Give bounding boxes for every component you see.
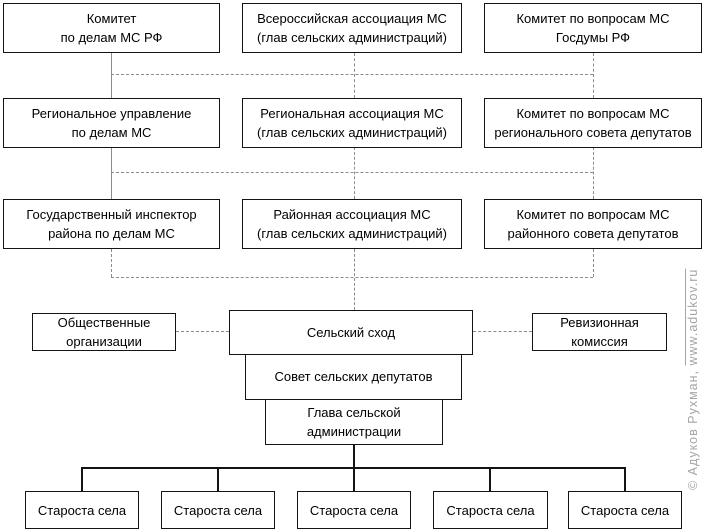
box-line: (глав сельских администраций)	[256, 226, 447, 241]
box-district-association: Районная ассоциация МС (глав сельских ад…	[242, 199, 462, 249]
box-line: района по делам МС	[48, 226, 175, 241]
connector-federal-regional-center	[354, 53, 355, 98]
connector-district-assembly-center	[354, 249, 355, 310]
box-line: Общественные	[57, 315, 151, 330]
box-line: Староста села	[309, 502, 399, 518]
box-line: Государственный инспектор	[26, 207, 197, 222]
tree-drop-elder-3	[353, 467, 355, 492]
box-village-elder-5: Староста села	[568, 491, 682, 529]
box-line: Комитет по вопросам МС	[516, 11, 670, 26]
box-line: Госдумы РФ	[555, 30, 631, 45]
box-line: районного совета депутатов	[507, 226, 679, 241]
connector-regional-district-left	[111, 147, 112, 199]
crossbar-federal-regional	[111, 74, 593, 75]
box-line: (глав сельских администраций)	[256, 30, 447, 45]
box-regional-association: Региональная ассоциация МС (глав сельски…	[242, 98, 462, 148]
box-line: комиссия	[571, 334, 628, 349]
box-village-deputies-council: Совет сельских депутатов	[245, 353, 462, 400]
box-line: Ревизионная	[560, 315, 639, 330]
box-line: Староста села	[173, 502, 263, 518]
box-regional-administration: Региональное управление по делам МС	[3, 98, 220, 148]
tree-stem-head	[353, 445, 355, 469]
tree-drop-elder-4	[489, 467, 491, 492]
box-line: Всероссийская ассоциация МС	[257, 11, 447, 26]
box-audit-commission: Ревизионная комиссия	[532, 313, 667, 351]
crossbar-district-village	[111, 277, 593, 278]
box-village-elder-4: Староста села	[433, 491, 548, 529]
watermark-author: © Адуков Рухман,	[686, 365, 700, 490]
box-duma-committee: Комитет по вопросам МС Госдумы РФ	[484, 3, 702, 53]
tree-drop-elder-5	[624, 467, 626, 492]
connector-assembly-audit	[473, 331, 532, 332]
box-village-elder-3: Староста села	[297, 491, 411, 529]
crossbar-regional-district	[111, 172, 593, 173]
connector-district-village-right	[593, 249, 594, 277]
box-line: Глава сельской	[307, 404, 401, 420]
box-line: Комитет по вопросам МС	[516, 106, 670, 121]
box-line: Сельский сход	[306, 325, 396, 340]
box-line: по делам МС РФ	[60, 30, 163, 45]
box-line: регионального совета депутатов	[494, 125, 692, 140]
box-district-council-committee: Комитет по вопросам МС районного совета …	[484, 199, 702, 249]
watermark: © Адуков Рухман, www.adukov.ru	[686, 269, 700, 490]
connector-federal-regional-right	[593, 53, 594, 98]
box-allrussian-association: Всероссийская ассоциация МС (глав сельск…	[242, 3, 462, 53]
box-village-assembly: Сельский сход	[229, 310, 473, 355]
box-line: Староста села	[37, 502, 127, 518]
box-village-administration-head: Глава сельской администрации	[265, 398, 443, 445]
box-line: Региональное управление	[31, 106, 192, 121]
box-line: Комитет по вопросам МС	[516, 207, 670, 222]
box-line: Районная ассоциация МС	[273, 207, 431, 222]
box-line: Староста села	[446, 502, 535, 518]
connector-federal-regional-left	[111, 53, 112, 98]
box-public-organizations: Общественные организации	[32, 313, 176, 351]
connector-public-orgs-assembly	[176, 331, 229, 332]
box-line: организации	[66, 334, 142, 349]
box-line: (глав сельских администраций)	[256, 125, 447, 140]
box-village-elder-2: Староста села	[161, 491, 275, 529]
box-line: Совет сельских депутатов	[274, 369, 433, 385]
box-line: Региональная ассоциация МС	[260, 106, 444, 121]
box-village-elder-1: Староста села	[25, 491, 139, 529]
box-line: администрации	[306, 423, 402, 439]
connector-regional-district-center	[354, 147, 355, 199]
box-line: по делам МС	[71, 125, 152, 140]
box-committee-ms-rf: Комитет по делам МС РФ	[3, 3, 220, 53]
box-state-inspector: Государственный инспектор района по дела…	[3, 199, 220, 249]
box-regional-council-committee: Комитет по вопросам МС регионального сов…	[484, 98, 702, 148]
connector-regional-district-right	[593, 147, 594, 199]
box-line: Комитет	[86, 11, 137, 26]
tree-drop-elder-2	[217, 467, 219, 492]
tree-drop-elder-1	[81, 467, 83, 492]
watermark-site-link: www.adukov.ru	[686, 268, 700, 366]
box-line: Староста села	[580, 502, 670, 518]
connector-district-village-left	[111, 249, 112, 277]
